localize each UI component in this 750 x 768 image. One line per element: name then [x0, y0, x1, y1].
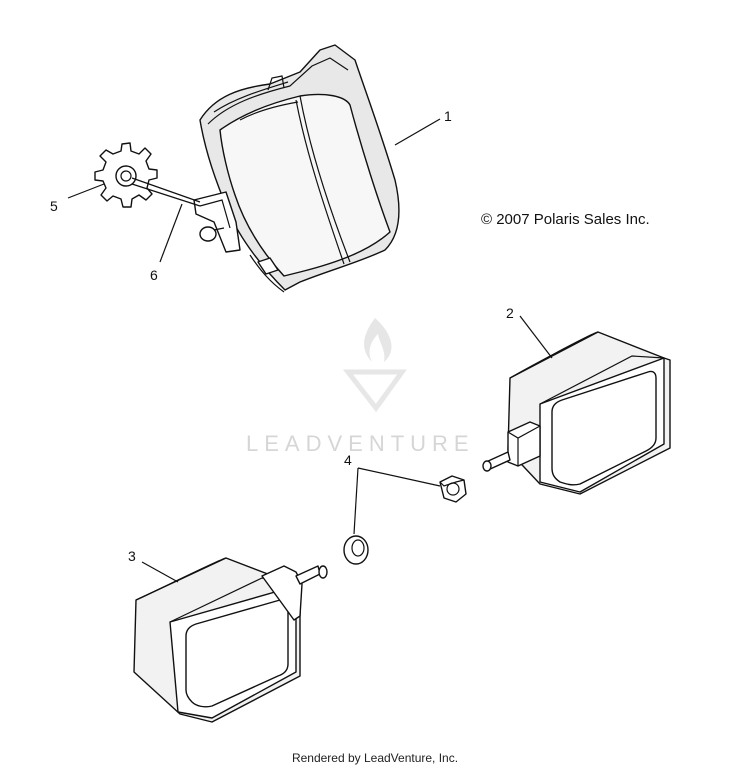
render-credit: Rendered by LeadVenture, Inc. — [292, 751, 458, 765]
leader-4b — [353, 467, 359, 535]
part-4-flange-washer — [343, 535, 369, 565]
leader-3 — [141, 561, 179, 583]
callout-1: 1 — [444, 108, 452, 124]
callout-6: 6 — [150, 267, 158, 283]
leader-6 — [159, 203, 183, 263]
leader-lines — [67, 118, 553, 583]
leader-2 — [519, 315, 553, 359]
watermark-logo — [342, 318, 407, 413]
part-6-cable — [131, 177, 201, 207]
part-2-work-lamp — [482, 331, 671, 495]
copyright-notice: © 2007 Polaris Sales Inc. — [481, 211, 650, 228]
leader-1 — [394, 118, 441, 146]
part-1-headlight-pod — [193, 44, 400, 293]
callout-5: 5 — [50, 198, 58, 214]
callout-3: 3 — [128, 548, 136, 564]
watermark-text: LEADVENTURE — [246, 431, 475, 456]
part-5-sprocket — [94, 142, 158, 208]
part-3-work-lamp — [133, 557, 328, 723]
part-4-hex-nut — [439, 475, 467, 503]
leader-4a — [357, 467, 441, 487]
callout-2: 2 — [506, 305, 514, 321]
callout-4: 4 — [344, 452, 352, 468]
leader-5 — [67, 183, 105, 199]
